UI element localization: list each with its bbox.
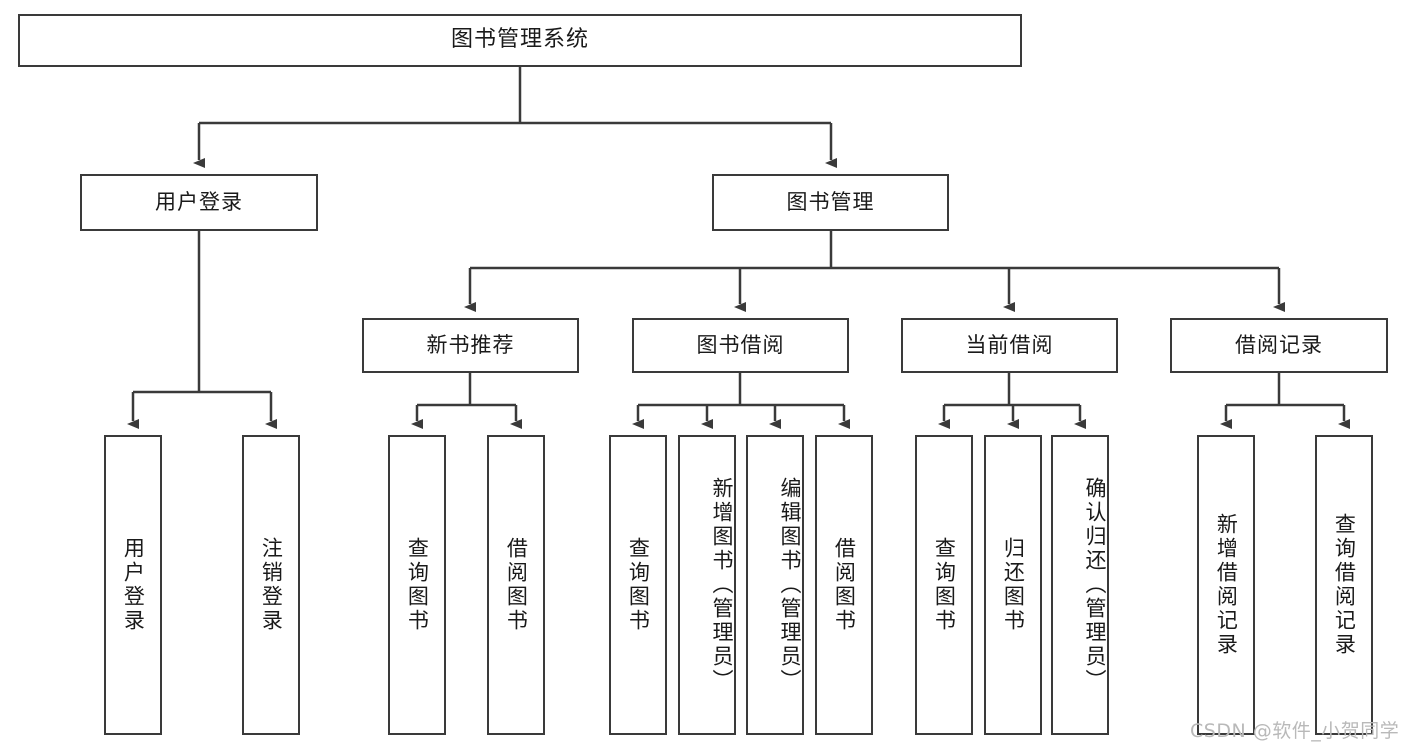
edge-newbook-to-leaves [411,373,522,429]
node-leaf-query-borrow-record[interactable]: 查询借阅记录 [1315,435,1373,735]
node-leaf-return-book[interactable]: 归还图书 [984,435,1042,735]
node-leaf-confirm-return-admin[interactable]: 确认归还（管理员） [1051,435,1109,735]
node-book-borrow[interactable]: 图书借阅 [632,318,849,373]
node-leaf-query-book-recommend[interactable]: 查询图书 [388,435,446,735]
node-book-management[interactable]: 图书管理 [712,174,949,231]
node-leaf-logout[interactable]: 注销登录 [242,435,300,735]
node-leaf-add-borrow-record[interactable]: 新增借阅记录 [1197,435,1255,735]
edge-root-to-level2 [193,67,837,168]
edge-borrowrecord-to-leaves [1220,373,1350,429]
node-root-book-management-system[interactable]: 图书管理系统 [18,14,1022,67]
node-leaf-edit-book-admin[interactable]: 编辑图书（管理员） [746,435,804,735]
edge-currentborrow-to-leaves [938,373,1086,429]
node-leaf-borrow-book-recommend[interactable]: 借阅图书 [487,435,545,735]
node-leaf-add-book-admin[interactable]: 新增图书（管理员） [678,435,736,735]
node-leaf-query-book-borrow[interactable]: 查询图书 [609,435,667,735]
node-new-book-recommend[interactable]: 新书推荐 [362,318,579,373]
edge-userlogin-to-leaves [127,231,277,429]
node-user-login[interactable]: 用户登录 [80,174,318,231]
node-current-borrow[interactable]: 当前借阅 [901,318,1118,373]
node-leaf-borrow-book[interactable]: 借阅图书 [815,435,873,735]
edge-bookmanage-to-level3 [464,231,1285,312]
node-borrow-record[interactable]: 借阅记录 [1170,318,1388,373]
node-leaf-query-book-current[interactable]: 查询图书 [915,435,973,735]
node-leaf-user-login[interactable]: 用户登录 [104,435,162,735]
csdn-watermark: CSDN @软件_小贺同学 [1190,720,1400,742]
edge-bookborrow-to-leaves [632,373,850,429]
